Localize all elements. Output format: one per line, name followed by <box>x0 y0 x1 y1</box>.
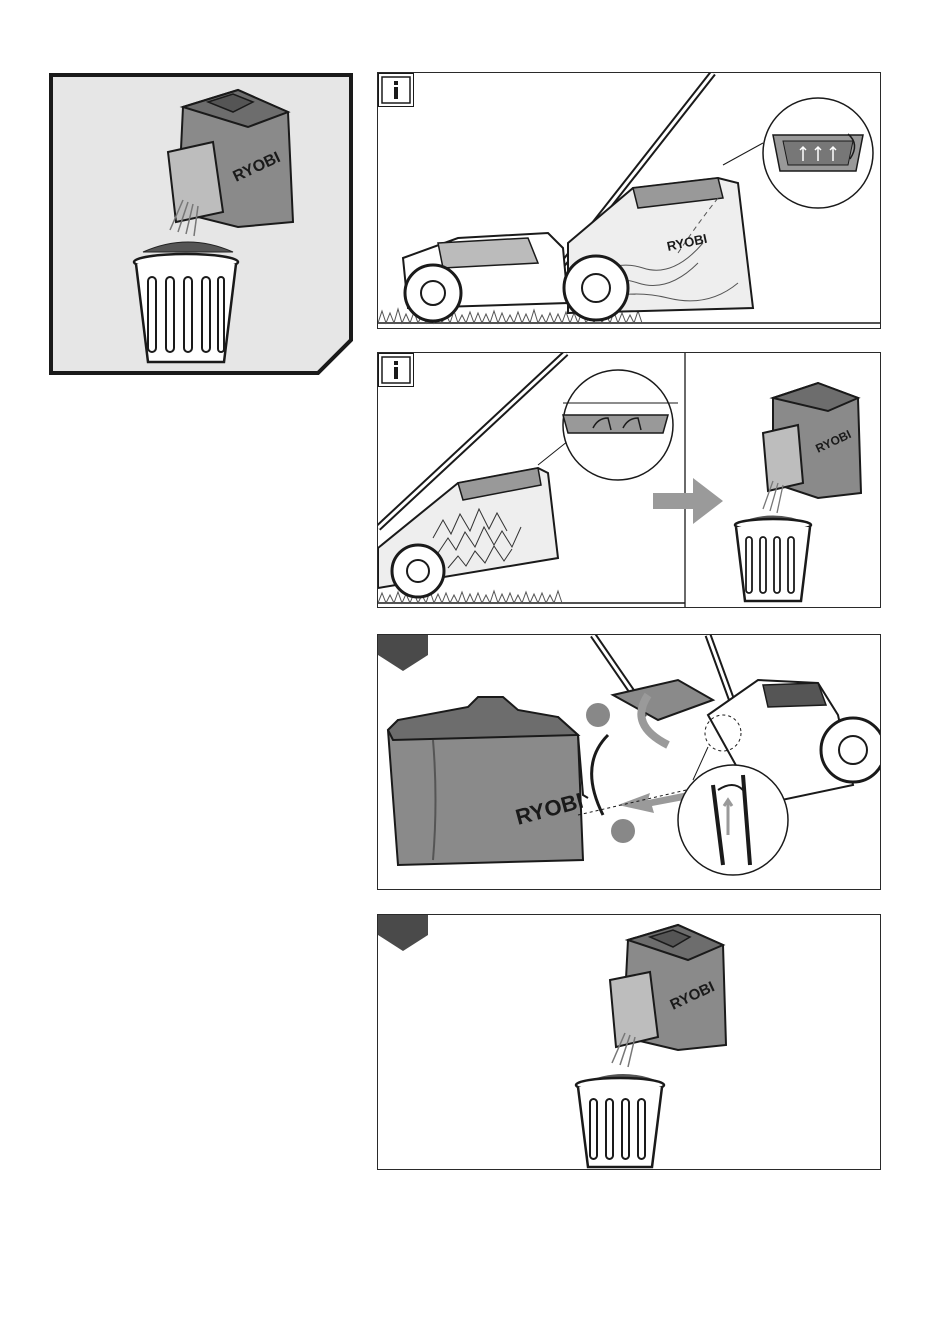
callout-circle <box>678 765 788 875</box>
mower-bag-filling-illustration: RYOBI <box>378 73 881 329</box>
empty-bag-illustration: RYOBI <box>48 72 354 376</box>
panel-remove-bag: RYOBI <box>377 634 881 890</box>
left-warning-panel: RYOBI <box>48 72 354 376</box>
panel-bag-full: RYOBI <box>377 352 881 608</box>
trash-bin-icon <box>735 519 811 601</box>
fill-indicator-icon <box>773 134 863 171</box>
trash-bin-icon <box>134 254 238 362</box>
bag-full-illustration: RYOBI <box>378 353 881 608</box>
step-marker-2 <box>611 819 635 843</box>
panel-fill-indicator: RYOBI <box>377 72 881 329</box>
grass-bag-icon: RYOBI <box>763 383 861 498</box>
grass-bag-icon: RYOBI <box>610 925 726 1050</box>
empty-bag-into-bin-illustration: RYOBI <box>378 915 881 1170</box>
remove-bag-illustration: RYOBI <box>378 635 881 890</box>
panel-empty-bag: RYOBI <box>377 914 881 1170</box>
trash-bin-icon <box>576 1078 664 1167</box>
grass-bag-icon: RYOBI <box>388 697 588 865</box>
arrow-right-icon <box>653 478 723 524</box>
step-marker-1 <box>586 703 610 727</box>
